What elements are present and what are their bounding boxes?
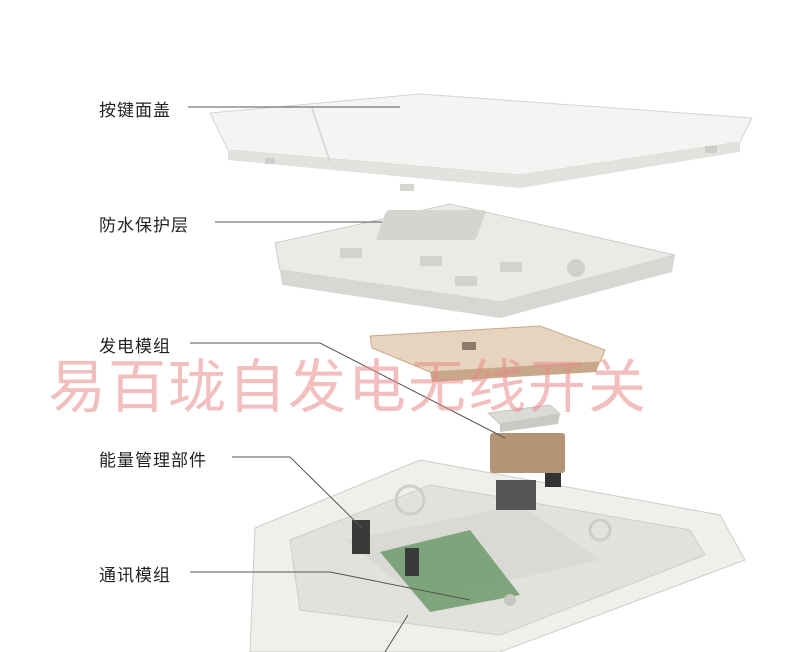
- leader-line-comm: [190, 571, 471, 601]
- label-waterproof-layer: 防水保护层: [99, 216, 189, 236]
- leader-line-generator: [190, 342, 506, 439]
- leader-line-energy: [232, 456, 363, 529]
- generator-module: [369, 325, 606, 382]
- label-comm-module: 通讯模组: [99, 566, 171, 586]
- leader-lines: [188, 106, 506, 652]
- label-generator-module: 发电模组: [99, 337, 171, 357]
- small-insert-part: [486, 404, 562, 432]
- watermark-text: 易百珑自发电无线开关: [48, 353, 649, 421]
- waterproof-layer: [274, 203, 676, 318]
- key-cover-plate: [209, 93, 753, 191]
- leader-line-bottom: [384, 614, 409, 652]
- label-energy-management: 能量管理部件: [99, 451, 207, 471]
- label-key-cover: 按键面盖: [99, 101, 171, 121]
- base-housing: [249, 433, 746, 652]
